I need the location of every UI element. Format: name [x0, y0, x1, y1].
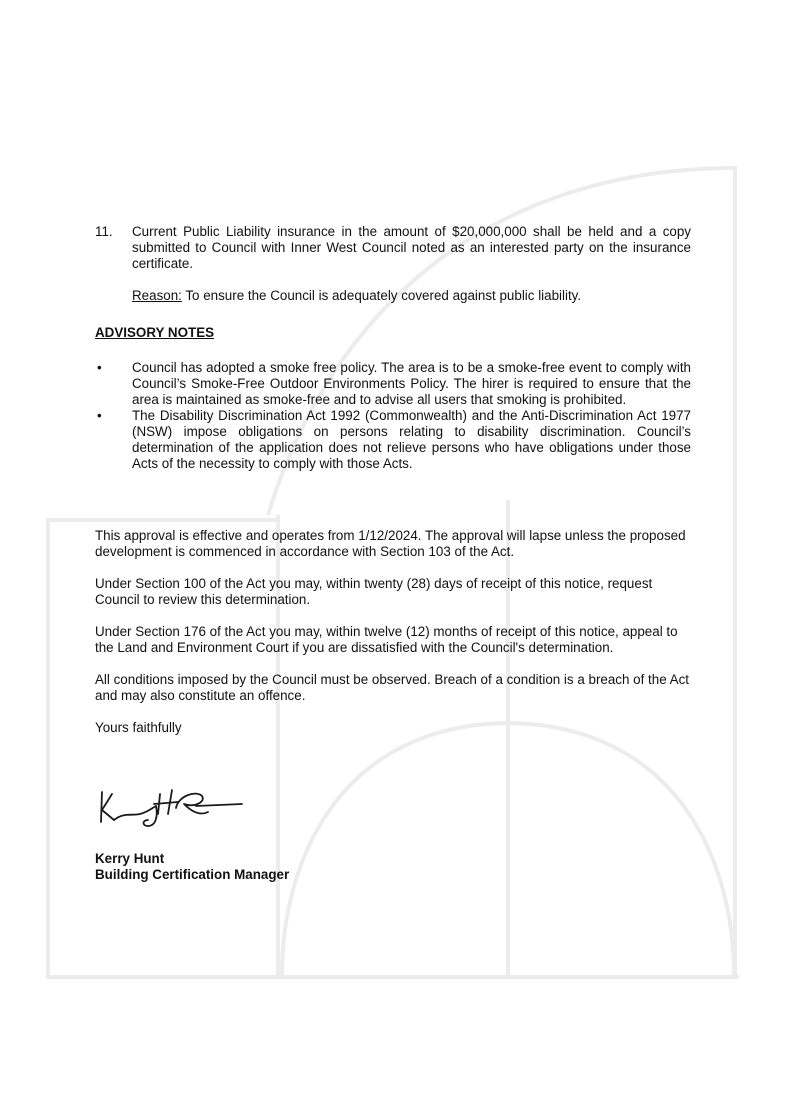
advisory-notes-list: • Council has adopted a smoke free polic… [95, 360, 691, 472]
approval-effective-paragraph: This approval is effective and operates … [95, 528, 686, 559]
review-rights-paragraph: Under Section 100 of the Act you may, wi… [95, 576, 653, 607]
appeal-rights-paragraph: Under Section 176 of the Act you may, wi… [95, 624, 678, 655]
bullet-icon: • [97, 408, 102, 423]
bullet-icon: • [97, 360, 102, 375]
signatory-block: Kerry Hunt Building Certification Manage… [95, 851, 691, 883]
list-item-text: The Disability Discrimination Act 1992 (… [132, 408, 691, 471]
conditions-paragraph: All conditions imposed by the Council mu… [95, 672, 689, 703]
condition-11: 11. Current Public Liability insurance i… [95, 224, 691, 304]
closing-salutation: Yours faithfully [95, 720, 182, 735]
list-item: • The Disability Discrimination Act 1992… [95, 408, 691, 472]
signatory-title: Building Certification Manager [95, 867, 290, 882]
signatory-name: Kerry Hunt [95, 851, 165, 866]
list-item-text: Council has adopted a smoke free policy.… [132, 360, 691, 407]
condition-text: Current Public Liability insurance in th… [132, 224, 691, 271]
condition-reason: Reason: To ensure the Council is adequat… [132, 288, 691, 304]
reason-label: Reason: [132, 288, 182, 303]
reason-text: To ensure the Council is adequately cove… [181, 288, 582, 303]
advisory-notes-heading: ADVISORY NOTES [95, 325, 691, 341]
section-heading: ADVISORY NOTES [95, 325, 215, 340]
handwritten-signature-icon [100, 789, 243, 827]
condition-number: 11. [95, 224, 113, 239]
approval-section: This approval is effective and operates … [95, 528, 695, 752]
list-item: • Council has adopted a smoke free polic… [95, 360, 691, 408]
